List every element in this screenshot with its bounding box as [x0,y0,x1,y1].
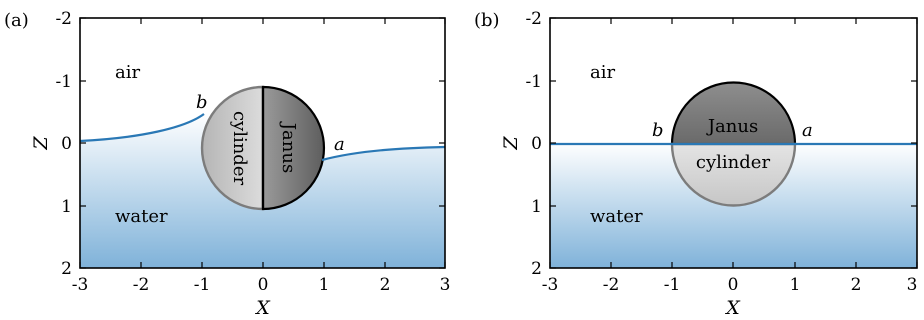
interface-left [80,113,205,143]
cylinder-label: cylinder [229,111,250,186]
janus-label: Janus [278,121,299,173]
x-tick-label: 1 [319,275,330,295]
x-tick-label: -1 [194,275,211,295]
z-axis-label: Z [500,136,522,151]
water-region [80,113,445,268]
z-tick-label: 1 [61,197,72,217]
janus-half [670,81,797,146]
z-tick-label: 2 [61,259,72,279]
z-tick-label: -1 [525,72,542,92]
water-label: water [115,206,168,227]
z-tick-label: 0 [61,134,72,154]
x-ticks [549,18,918,268]
janus-half [261,85,326,211]
x-tick-label: 2 [851,275,862,295]
water-label: water [590,206,643,227]
z-tick-label: 2 [531,259,542,279]
panel-a: (a) [4,9,450,319]
x-tick-label: 0 [258,275,269,295]
x-tick-label: 0 [728,275,739,295]
x-tick-label: -1 [664,275,681,295]
x-axis-label: X [254,297,271,319]
panel-tag: (b) [474,10,500,31]
janus-label: Janus [706,116,758,137]
z-tick-label: -2 [525,9,542,29]
contact-point-a-label: a [802,120,813,141]
air-label: air [590,62,615,83]
x-axis-label: X [724,297,741,319]
panel-b: (b) -3 -2 [474,9,918,319]
contact-point-b-label: b [196,92,208,113]
contact-point-a-label: a [334,134,345,155]
x-tick-label: 3 [907,275,918,295]
z-tick-label: 0 [531,134,542,154]
x-tick-label: 1 [790,275,801,295]
x-tick-label: 2 [380,275,391,295]
z-ticks [80,17,445,269]
x-ticks [79,18,446,268]
cylinder-half [200,85,265,211]
cylinder-label: cylinder [696,152,771,173]
x-tick-label: -2 [133,275,150,295]
contact-point-b-label: b [652,120,664,141]
z-axis-label: Z [30,136,52,151]
x-tick-label: -2 [603,275,620,295]
z-ticks [550,17,917,269]
x-tick-label: 3 [440,275,451,295]
z-tick-label: -1 [55,72,72,92]
x-tick-label: -3 [542,275,559,295]
x-tick-label: -3 [72,275,89,295]
z-tick-label: -2 [55,9,72,29]
z-tick-label: 1 [531,197,542,217]
panel-tag: (a) [4,10,29,31]
air-label: air [115,62,140,83]
cylinder-half [670,142,797,207]
interface-right [321,145,445,162]
